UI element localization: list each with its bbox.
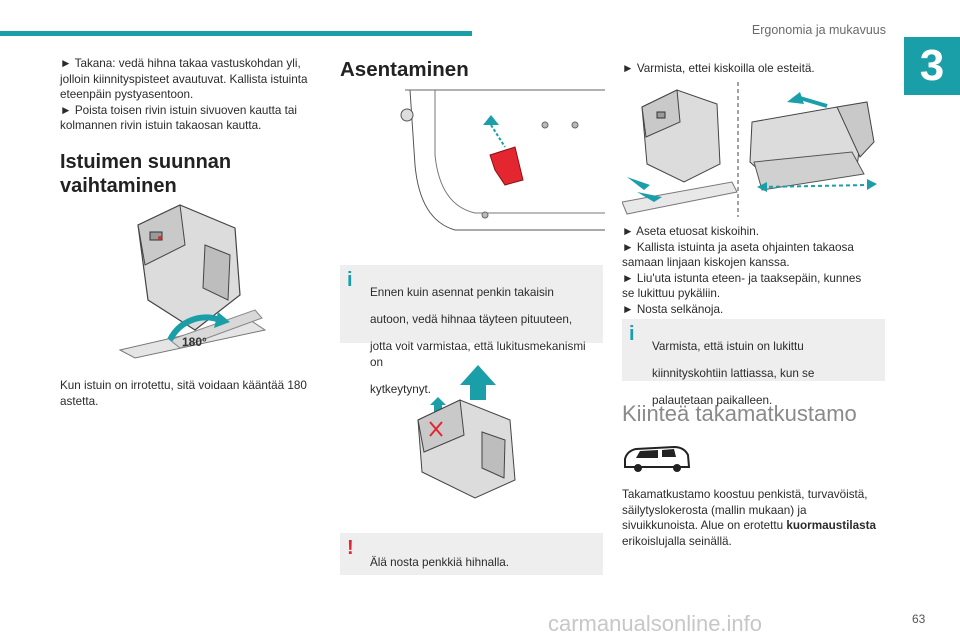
lock-note-line-3: palautetaan paikalleen. (652, 394, 773, 408)
col1-para2-line1: ► Poista toisen rivin istuin sivuoven ka… (60, 103, 297, 117)
seat-lift-illustration (417, 365, 516, 499)
chapter-number-tab: 3 (904, 37, 960, 95)
van-icon (624, 445, 691, 472)
col3-body-text: Takamatkustamo koostuu penkistä, turvavö… (622, 487, 892, 549)
page-number: 63 (912, 612, 926, 626)
section-title: Ergonomia ja mukavuus (751, 23, 886, 37)
rotation-label: 180° (182, 335, 207, 349)
body-line-4: erikoislujalla seinällä. (622, 534, 732, 548)
lock-note-line-1: Varmista, että istuin on lukittu (652, 339, 804, 353)
col3-check-rails: ► Varmista, ettei kiskoilla ole esteitä. (622, 62, 815, 75)
info-icon: i (347, 269, 353, 291)
step-1: ► Aseta etuosat kiskoihin. (622, 225, 759, 238)
heading-fixed-rear-cabin: Kiinteä takamatkustamo (622, 401, 857, 426)
seat-rails-illustration (622, 82, 877, 217)
body-line-2: säilytyslokerosta (mallin mukaan) ja (622, 503, 807, 517)
step-2-line-2: samaan linjaan kiskojen kanssa. (622, 256, 790, 269)
watermark: carmanualsonline.info (548, 611, 763, 636)
col1-para1-line1: ► Takana: vedä hihna takaa vastuskohdan … (60, 57, 301, 70)
heading-line-2: vaihtaminen (60, 175, 177, 197)
step-3-line-1: ► Liu'uta istunta eteen- ja taaksepäin, … (622, 271, 862, 285)
caption-line-2: astetta. (60, 394, 99, 408)
col3-steps: ► Aseta etuosat kiskoihin. ► Kallista is… (622, 224, 887, 317)
col1-para1-line3: eteenpäin pystyasentoon. (60, 88, 194, 101)
warning-note-text: Älä nosta penkkiä hihnalla. (370, 555, 510, 569)
heading-line-1: Istuimen suunnan (60, 151, 232, 173)
caption-line-1: Kun istuin on irrotettu, sitä voidaan kä… (60, 379, 307, 392)
install-info-note: i Ennen kuin asennat penkin takaisin aut… (340, 265, 603, 396)
step-2-line-1: ► Kallista istuinta ja aseta ohjainten t… (622, 240, 854, 254)
header-accent-bar (0, 31, 472, 36)
col1-para1-line2: jolloin kiinnityspisteet avautuvat. Kall… (60, 72, 308, 86)
warning-note: ! Älä nosta penkkiä hihnalla. (340, 533, 603, 575)
step-3-line-2: se lukittuu pykäliin. (622, 287, 721, 300)
body-line-3: sivuikkunoista. Alue on erotettu kuormau… (622, 518, 892, 534)
warning-icon: ! (347, 537, 354, 559)
lock-note-line-2: kiinnityskohtiin lattiassa, kun se (652, 366, 815, 380)
heading-change-direction: Istuimen suunnan vaihtaminen (60, 150, 330, 198)
step-4: ► Nosta selkänoja. (622, 302, 724, 316)
info-note-line-4: kytkeytynyt. (370, 382, 432, 396)
rotation-caption: Kun istuin on irrotettu, sitä voidaan kä… (60, 378, 330, 409)
info-note-line-2: autoon, vedä hihnaa täyteen pituuteen, (370, 312, 573, 326)
col1-para2-line2: kolmannen rivin istuin takaosan kautta. (60, 119, 262, 132)
heading-installation: Asentaminen (340, 58, 469, 81)
seat-mount-illustration (400, 89, 605, 231)
info-note-line-1: Ennen kuin asennat penkin takaisin (370, 285, 554, 299)
info-icon: i (629, 323, 635, 345)
info-note-line-3: jotta voit varmistaa, että lukitusmekani… (370, 340, 586, 369)
body-line-3-text: sivuikkunoista. Alue on erotettu (622, 519, 787, 532)
body-line-3-bold: kuormaustilasta (786, 519, 877, 532)
col1-intro: ► Takana: vedä hihna takaa vastuskohdan … (60, 56, 330, 134)
lock-info-note: i Varmista, että istuin on lukittu kiinn… (622, 319, 885, 407)
seat-rotation-illustration: 180° (118, 204, 267, 359)
body-line-1: Takamatkustamo koostuu penkistä, turvavö… (622, 488, 868, 501)
